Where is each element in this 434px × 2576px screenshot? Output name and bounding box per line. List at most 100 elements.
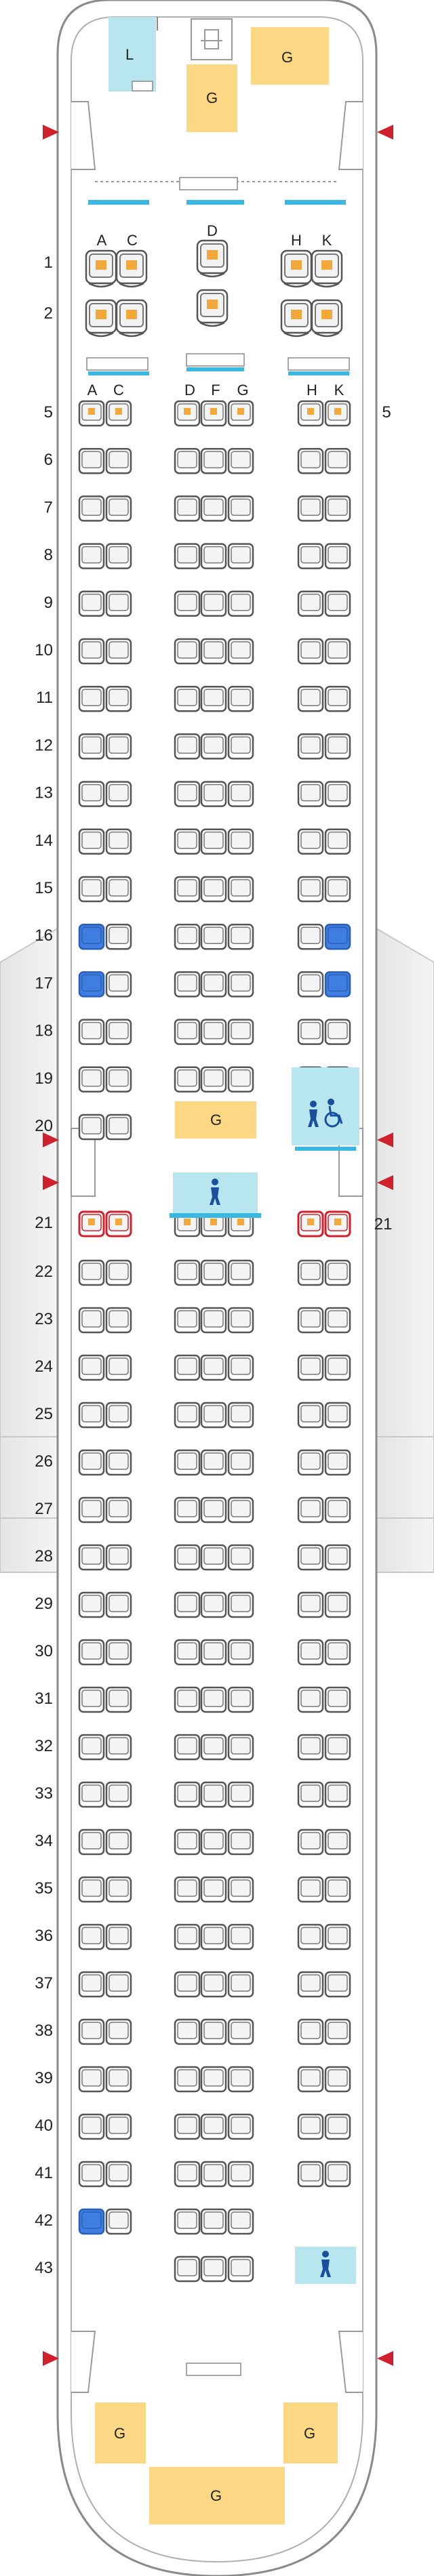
seat-42D-2[interactable] [174,2208,201,2235]
seat-22A-0[interactable] [78,1259,105,1286]
seat-27F-3[interactable] [200,1496,227,1524]
seat-16H-5[interactable] [297,923,324,950]
seat-6A-0[interactable] [78,447,105,474]
seat-28A-0[interactable] [78,1544,105,1571]
seat-32G-4[interactable] [227,1734,254,1761]
seat-41C-1[interactable] [105,2161,132,2188]
seat-34D-2[interactable] [174,1828,201,1856]
seat-13D-2[interactable] [174,781,201,807]
seat-11F-3[interactable] [200,685,227,712]
seat-29G-4[interactable] [227,1591,254,1618]
seat-41A-0[interactable] [78,2161,105,2188]
seat-40K-6[interactable] [324,2113,351,2140]
seat-32D-2[interactable] [174,1734,201,1761]
galley-rear-left[interactable] [95,2403,146,2463]
seat-5A-0[interactable] [78,400,105,427]
seat-6C-1[interactable] [105,447,132,474]
seat-39F-3[interactable] [200,2066,227,2093]
seat-43F-3[interactable] [200,2255,227,2283]
seat-31H-5[interactable] [297,1686,324,1713]
seat-5C-1[interactable] [105,400,132,427]
seat-14G-4[interactable] [227,828,254,855]
seat-12C-1[interactable] [105,733,132,760]
seat-40G-4[interactable] [227,2113,254,2140]
seat-41H-5[interactable] [297,2161,324,2188]
seat-31K-6[interactable] [324,1686,351,1713]
seat-15C-1[interactable] [105,876,132,903]
seat-27K-6[interactable] [324,1496,351,1524]
seat-14D-2[interactable] [174,828,201,855]
seat-8G-4[interactable] [227,543,254,569]
galley-mid[interactable] [175,1101,256,1139]
seat-26F-3[interactable] [200,1449,227,1476]
seat-5G-4[interactable] [227,400,254,427]
seat-24C-1[interactable] [105,1354,132,1381]
seat-36C-1[interactable] [105,1923,132,1950]
seat-27C-1[interactable] [105,1496,132,1524]
seat-6F-3[interactable] [200,447,227,474]
seat-34H-5[interactable] [297,1828,324,1856]
seat-10A-0[interactable] [78,638,105,665]
seat-11C-1[interactable] [105,685,132,712]
seat-24A-0[interactable] [78,1354,105,1381]
seat-29F-3[interactable] [200,1591,227,1618]
seat-19A-0[interactable] [78,1066,105,1093]
seat-15F-3[interactable] [200,876,227,903]
seat-30F-3[interactable] [200,1639,227,1666]
seat-25G-4[interactable] [227,1402,254,1429]
seat-29C-1[interactable] [105,1591,132,1618]
seat-40C-1[interactable] [105,2113,132,2140]
seat-35D-2[interactable] [174,1876,201,1903]
seat-13A-0[interactable] [78,781,105,807]
seat-11G-4[interactable] [227,685,254,712]
seat-28H-5[interactable] [297,1544,324,1571]
seat-22K-6[interactable] [324,1259,351,1286]
seat-38K-6[interactable] [324,2018,351,2045]
seat-12A-0[interactable] [78,733,105,760]
seat-38C-1[interactable] [105,2018,132,2045]
seat-33K-6[interactable] [324,1781,351,1808]
seat-29K-6[interactable] [324,1591,351,1618]
seat-41G-4[interactable] [227,2161,254,2188]
seat-10K-6[interactable] [324,638,351,665]
seat-26D-2[interactable] [174,1449,201,1476]
seat-32C-1[interactable] [105,1734,132,1761]
seat-33C-1[interactable] [105,1781,132,1808]
seat-40F-3[interactable] [200,2113,227,2140]
seat-22H-5[interactable] [297,1259,324,1286]
seat-17H-5[interactable] [297,971,324,998]
seat-32K-6[interactable] [324,1734,351,1761]
seat-9H-5[interactable] [297,590,324,617]
seat-31G-4[interactable] [227,1686,254,1713]
seat-7C-1[interactable] [105,495,132,522]
seat-37A-0[interactable] [78,1971,105,1998]
seat-27G-4[interactable] [227,1496,254,1524]
seat-13C-1[interactable] [105,781,132,807]
seat-42A-0[interactable] [78,2208,105,2235]
seat-39H-5[interactable] [297,2066,324,2093]
seat-1D[interactable] [196,239,229,278]
seat-38A-0[interactable] [78,2018,105,2045]
seat-28K-6[interactable] [324,1544,351,1571]
seat-42G-4[interactable] [227,2208,254,2235]
seat-7H-5[interactable] [297,495,324,522]
seat-22G-4[interactable] [227,1259,254,1286]
seat-30A-0[interactable] [78,1639,105,1666]
seat-34F-3[interactable] [200,1828,227,1856]
seat-26C-1[interactable] [105,1449,132,1476]
seat-22D-2[interactable] [174,1259,201,1286]
seat-25F-3[interactable] [200,1402,227,1429]
seat-32F-3[interactable] [200,1734,227,1761]
seat-37G-4[interactable] [227,1971,254,1998]
seat-43D-2[interactable] [174,2255,201,2283]
seat-36D-2[interactable] [174,1923,201,1950]
seat-7A-0[interactable] [78,495,105,522]
seat-31D-2[interactable] [174,1686,201,1713]
seat-17F-3[interactable] [200,971,227,998]
seat-18D-2[interactable] [174,1019,201,1045]
seat-36A-0[interactable] [78,1923,105,1950]
seat-11A-0[interactable] [78,685,105,712]
seat-28F-3[interactable] [200,1544,227,1571]
seat-39K-6[interactable] [324,2066,351,2093]
seat-15G-4[interactable] [227,876,254,903]
